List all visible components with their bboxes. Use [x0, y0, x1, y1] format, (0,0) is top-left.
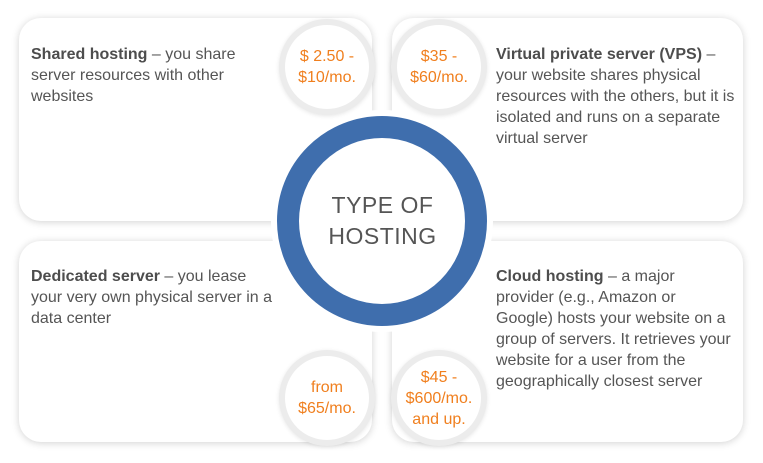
- cloud-hosting-name: Cloud hosting: [496, 268, 604, 285]
- vps-price: $35 - $60/mo.: [410, 48, 468, 86]
- dedicated-server-price-badge: from $65/mo.: [279, 350, 375, 446]
- vps-description: Virtual private server (VPS) – your webs…: [496, 44, 736, 149]
- vps-text: – your website shares physical resources…: [496, 46, 735, 147]
- dedicated-server-text: – you lease your very own physical serve…: [31, 268, 272, 327]
- shared-hosting-price: $ 2.50 - $10/mo.: [298, 48, 356, 86]
- shared-hosting-price-badge: $ 2.50 - $10/mo.: [279, 19, 375, 115]
- dedicated-server-name: Dedicated server: [31, 268, 160, 285]
- shared-hosting-text: – you share server resources with other …: [31, 46, 236, 105]
- cloud-hosting-price-badge: $45 - $600/mo. and up.: [391, 350, 487, 446]
- center-title: TYPE OF HOSTING: [328, 192, 437, 249]
- dedicated-server-description: Dedicated server – you lease your very o…: [31, 266, 281, 329]
- cloud-hosting-text: – a major provider (e.g., Amazon or Goog…: [496, 268, 731, 390]
- cloud-hosting-description: Cloud hosting – a major provider (e.g., …: [496, 266, 736, 392]
- dedicated-server-price: from $65/mo.: [298, 379, 356, 417]
- shared-hosting-description: Shared hosting – you share server resour…: [31, 44, 271, 107]
- vps-name: Virtual private server (VPS): [496, 46, 703, 63]
- shared-hosting-name: Shared hosting: [31, 46, 148, 63]
- center-ring: [277, 116, 487, 326]
- cloud-hosting-price: $45 - $600/mo. and up.: [405, 368, 473, 428]
- vps-price-badge: $35 - $60/mo.: [391, 19, 487, 115]
